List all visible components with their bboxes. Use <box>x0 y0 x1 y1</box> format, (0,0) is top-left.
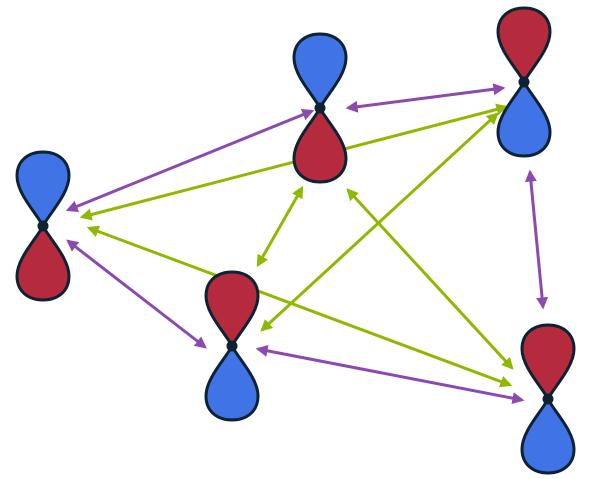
orbital-bottom-lobe <box>15 224 71 302</box>
orbital-bottom-lobe <box>520 397 576 475</box>
orbital-node-dot <box>226 340 238 352</box>
arrow-left-topcenter <box>65 109 315 212</box>
orbital-top-lobe <box>292 32 348 110</box>
orbital-left <box>15 150 71 302</box>
arrow-topcenter-bottomcenter <box>256 185 304 268</box>
orbital-top-lobe <box>15 150 71 228</box>
orbitals-layer <box>15 6 576 475</box>
arrow-topcenter-topright <box>345 83 506 113</box>
orbital-bottom-lobe <box>496 80 552 158</box>
orbital-bottom-right <box>520 323 576 475</box>
orbital-top-right <box>496 6 552 158</box>
orbital-node-dot <box>518 76 530 88</box>
arrow-left-bottomcenter <box>66 239 207 349</box>
orbital-node-dot <box>37 220 49 232</box>
orbital-top-lobe <box>204 270 260 348</box>
orbital-bottom-lobe <box>292 106 348 184</box>
arrow-topright-bottomright <box>524 169 549 310</box>
orbital-node-dot <box>542 393 554 405</box>
arrow-bottomcenter-bottomright <box>255 344 525 405</box>
orbital-bottom-center <box>204 270 260 422</box>
orbital-top-lobe <box>496 6 552 84</box>
orbital-top-lobe <box>520 323 576 401</box>
arrow-topcenter-bottomright <box>346 188 514 370</box>
orbital-node-dot <box>314 102 326 114</box>
orbital-bottom-lobe <box>204 344 260 422</box>
orbital-top-center <box>292 32 348 184</box>
